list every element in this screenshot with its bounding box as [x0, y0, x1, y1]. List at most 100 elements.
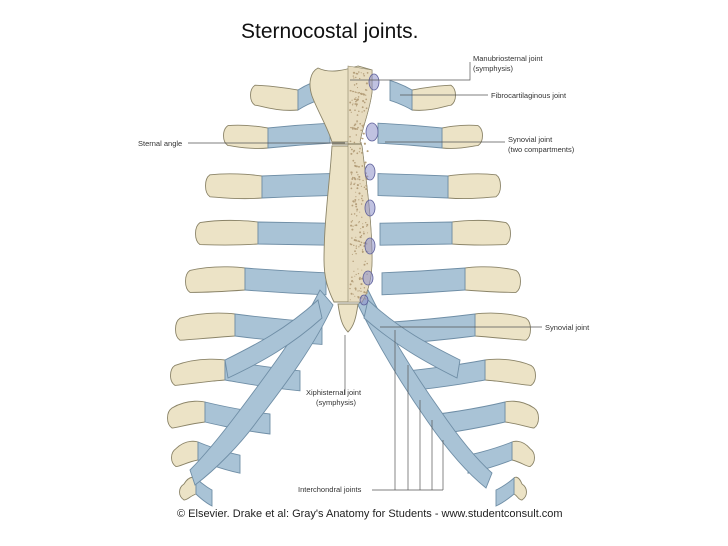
stipple-dot	[357, 184, 359, 187]
stipple-dot	[351, 220, 354, 222]
stipple-dot	[363, 263, 366, 266]
left-rib-4	[195, 219, 259, 246]
stipple-dot	[355, 191, 357, 193]
left-costal-cartilage-5	[244, 267, 327, 296]
stipple-dot	[361, 195, 364, 197]
stipple-dot	[357, 268, 359, 270]
stipple-dot	[355, 205, 358, 208]
stipple-dot	[355, 134, 357, 136]
stipple-dot	[361, 137, 364, 140]
stipple-dot	[362, 179, 364, 182]
stipple-dot	[351, 128, 354, 130]
stipple-dot	[358, 178, 361, 181]
right-ribs	[377, 79, 539, 507]
stipple-dot	[358, 175, 361, 178]
sternocostal-joint-4	[364, 199, 376, 217]
stipple-dot	[366, 223, 369, 226]
stipple-dot	[360, 228, 362, 230]
stipple-dot	[361, 125, 363, 127]
stipple-dot	[349, 287, 351, 290]
stipple-dot	[350, 187, 353, 190]
stipple-dot	[349, 140, 352, 143]
right-rib-8	[504, 400, 539, 429]
stipple-dot	[361, 225, 365, 229]
stipple-dot	[358, 192, 361, 195]
stipple-dot	[360, 72, 362, 74]
stipple-dot	[355, 76, 357, 79]
stipple-dot	[357, 174, 359, 176]
stipple-dot	[363, 74, 365, 77]
stipple-dot	[360, 152, 363, 154]
stipple-dot	[357, 296, 360, 299]
stipple-dot	[350, 152, 353, 155]
stipple-dot	[361, 199, 364, 202]
stipple-dot	[365, 292, 367, 294]
left-rib-8	[167, 400, 206, 429]
stipple-dot	[358, 165, 360, 168]
stipple-dot	[356, 187, 359, 190]
stipple-dot	[365, 82, 368, 85]
stipple-dot	[350, 292, 353, 295]
stipple-dot	[358, 110, 360, 113]
stipple-dot	[361, 249, 364, 251]
right-costal-cartilage-10	[495, 476, 515, 507]
stipple-dot	[360, 142, 362, 144]
right-rib-9	[511, 440, 535, 468]
label-xiphisternal: Xiphisternal joint	[306, 388, 362, 397]
left-rib-3	[205, 173, 263, 200]
stipple-dot	[355, 203, 358, 206]
stipple-dot	[353, 124, 356, 127]
stipple-dot	[354, 109, 356, 111]
stipple-dot	[359, 122, 362, 125]
stipple-dot	[353, 244, 355, 247]
left-rib-5	[185, 266, 246, 293]
stipple-dot	[354, 199, 357, 201]
right-rib-3	[447, 173, 501, 200]
stipple-dot	[350, 90, 352, 92]
stipple-dot	[362, 232, 365, 235]
stipple-dot	[356, 72, 359, 75]
stipple-dot	[354, 250, 356, 253]
slide-title: Sternocostal joints.	[241, 20, 419, 43]
stipple-dot	[352, 159, 355, 162]
stipple-dot	[359, 147, 361, 150]
stipple-dot	[356, 215, 358, 217]
stipple-dot	[363, 101, 366, 104]
stipple-dot	[355, 239, 358, 242]
stipple-dot	[364, 161, 367, 164]
stipple-dot	[359, 236, 362, 239]
right-rib-2	[441, 124, 483, 149]
stipple-dot	[357, 178, 359, 180]
stipple-dot	[360, 290, 362, 292]
stipple-dot	[355, 100, 357, 103]
stipple-dot	[364, 260, 366, 262]
stipple-dot	[351, 279, 354, 282]
stipple-dot	[362, 132, 365, 135]
stipple-dot	[360, 203, 363, 205]
stipple-dot	[354, 287, 357, 290]
stipple-dot	[352, 75, 354, 77]
stipple-dot	[357, 290, 359, 292]
stipple-dot	[350, 181, 352, 183]
stipple-dot	[355, 103, 358, 106]
stipple-dot	[365, 221, 367, 224]
stipple-dot	[353, 141, 356, 144]
stipple-dot	[361, 111, 363, 113]
stipple-dot	[349, 243, 352, 245]
sternocostal-joint-7	[359, 294, 369, 306]
left-rib-9	[171, 440, 199, 468]
stipple-dot	[356, 114, 359, 116]
stipple-dot	[354, 275, 356, 277]
stipple-dot	[353, 71, 356, 74]
label-xiphisternal-type: (symphysis)	[316, 398, 357, 407]
stipple-dot	[355, 252, 357, 255]
stipple-dot	[354, 123, 357, 125]
stipple-dot	[349, 109, 352, 112]
stipple-dot	[351, 253, 353, 255]
stipple-dot	[352, 126, 354, 128]
stipple-dot	[356, 152, 359, 155]
stipple-dot	[349, 283, 352, 286]
stipple-dot	[359, 244, 362, 246]
stipple-dot	[358, 151, 361, 153]
